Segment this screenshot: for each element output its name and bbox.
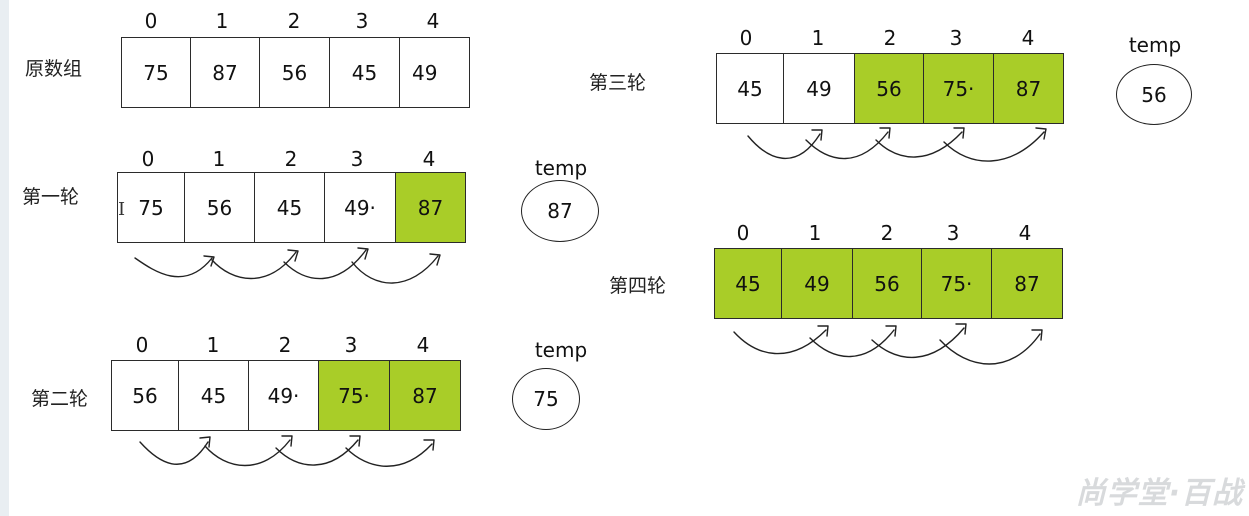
index-label: 3 xyxy=(344,333,358,357)
row-label: 原数组 xyxy=(25,58,83,80)
index-label: 1 xyxy=(808,221,822,245)
array-cell-sorted: 87 xyxy=(993,53,1064,124)
temp-title: temp xyxy=(534,338,588,362)
array-cell: 45 xyxy=(716,53,784,124)
row-label: 第四轮 xyxy=(609,275,667,297)
index-label: 4 xyxy=(416,333,430,357)
index-label: 0 xyxy=(739,26,753,50)
index-label: 0 xyxy=(736,221,750,245)
array-cell: 75 xyxy=(117,172,185,243)
index-label: 3 xyxy=(946,221,960,245)
index-label: 4 xyxy=(1021,26,1035,50)
index-label: 2 xyxy=(880,221,894,245)
arrow-icon xyxy=(139,436,211,465)
arrow-icon xyxy=(939,329,1043,365)
temp-value: 87 xyxy=(521,180,599,242)
arrow-icon xyxy=(134,255,215,278)
index-label: 1 xyxy=(215,9,229,33)
arrow-icon xyxy=(351,253,441,284)
array-cell: 56 xyxy=(111,360,179,431)
temp-title: temp xyxy=(1128,33,1182,57)
arrow-icon xyxy=(275,435,361,466)
array-cell: 56 xyxy=(184,172,255,243)
array-cell-sorted: 87 xyxy=(389,360,461,431)
arrow-icon xyxy=(943,127,1047,162)
array-cell-sorted: 87 xyxy=(395,172,466,243)
arrow-icon xyxy=(871,323,967,359)
index-label: 0 xyxy=(141,147,155,171)
array-cell-sorted: 49 xyxy=(781,248,853,319)
arrow-icon xyxy=(747,129,823,160)
arrow-icon xyxy=(211,249,299,280)
swap-arrows-round-4 xyxy=(733,323,1043,365)
index-label: 4 xyxy=(426,9,440,33)
array-cell-sorted: 87 xyxy=(991,248,1063,319)
index-label: 1 xyxy=(811,26,825,50)
array-cell: 56 xyxy=(259,37,330,108)
array-cell-sorted: 75· xyxy=(923,53,994,124)
array-cell-sorted: 75· xyxy=(921,248,992,319)
index-label: 2 xyxy=(883,26,897,50)
temp-value: 75 xyxy=(512,368,580,430)
array-cell: 75 xyxy=(121,37,191,108)
swap-arrows-round-3 xyxy=(747,127,1047,162)
array-cell: 49· xyxy=(248,360,319,431)
index-label: 2 xyxy=(278,333,292,357)
row-label: 第二轮 xyxy=(31,388,89,410)
array-cell: 45 xyxy=(254,172,325,243)
index-label: 1 xyxy=(206,333,220,357)
array-cell-sorted: 75· xyxy=(318,360,390,431)
text-cursor-icon: I xyxy=(118,199,126,220)
arrow-icon xyxy=(809,325,897,358)
row-label: 第三轮 xyxy=(589,72,647,94)
watermark-logo: 尚学堂·百战 xyxy=(1075,476,1243,511)
index-label: 3 xyxy=(949,26,963,50)
index-label: 3 xyxy=(355,9,369,33)
array-cell: 45 xyxy=(329,37,400,108)
index-label: 2 xyxy=(284,147,298,171)
index-label: 0 xyxy=(144,9,158,33)
index-label: 0 xyxy=(135,333,149,357)
array-cell-sorted: 45 xyxy=(714,248,782,319)
index-label: 3 xyxy=(350,147,364,171)
arrow-icon xyxy=(204,435,293,467)
array-cell: 87 xyxy=(190,37,260,108)
array-cell: 45 xyxy=(178,360,249,431)
arrow-icon xyxy=(345,439,435,467)
temp-title: temp xyxy=(534,156,588,180)
array-cell: 49· xyxy=(324,172,396,243)
array-cell-sorted: 56 xyxy=(852,248,922,319)
arrow-icon xyxy=(283,247,369,280)
array-cell: 49 xyxy=(399,37,470,108)
index-label: 4 xyxy=(1018,221,1032,245)
swap-arrows-round-2 xyxy=(139,435,435,467)
array-cell: 49 xyxy=(783,53,855,124)
arrow-icon xyxy=(875,127,965,158)
arrow-icon xyxy=(805,127,891,160)
swap-arrows-round-1 xyxy=(134,247,441,284)
array-cell-sorted: 56 xyxy=(854,53,924,124)
index-label: 4 xyxy=(422,147,436,171)
left-edge-strip xyxy=(0,0,9,516)
index-label: 1 xyxy=(212,147,226,171)
temp-value: 56 xyxy=(1116,64,1192,125)
arrow-icon xyxy=(733,325,829,355)
row-label: 第一轮 xyxy=(22,186,80,208)
index-label: 2 xyxy=(287,9,301,33)
